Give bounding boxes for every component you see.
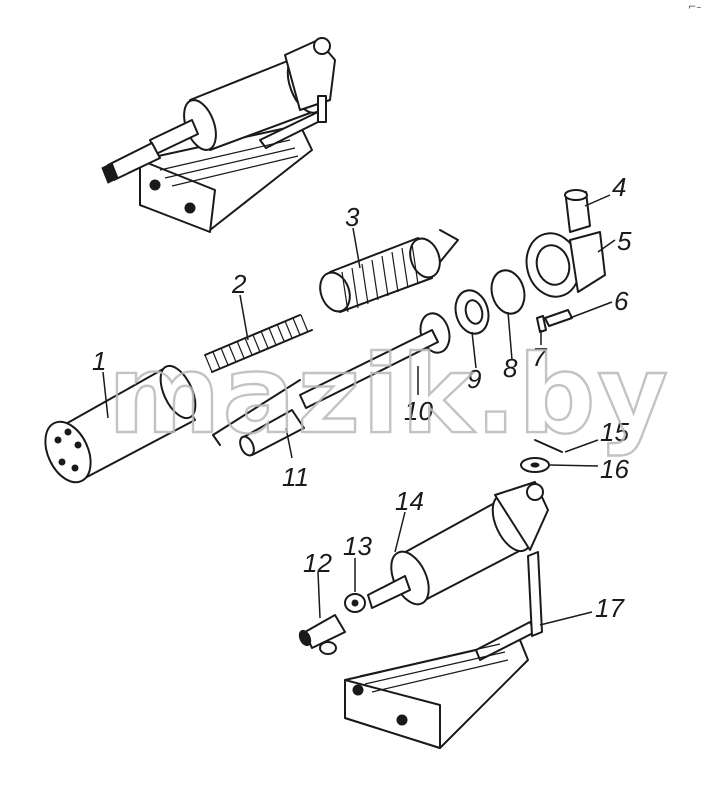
part-16-washer <box>520 457 550 473</box>
part-13-nut <box>344 593 366 613</box>
part-11-sleeve <box>239 409 305 457</box>
callout-16: 16 <box>600 454 629 484</box>
callout-1: 1 <box>92 346 106 376</box>
part-12-fork <box>298 614 346 655</box>
part-8-ring <box>490 269 526 315</box>
assembled-unit-top <box>101 37 336 233</box>
part-9-seal <box>454 289 490 335</box>
callout-labels: 1 2 3 4 5 6 7 8 9 10 11 12 13 14 15 16 1… <box>92 172 632 623</box>
part-7-small-pin <box>536 315 547 333</box>
part-10-piston-rod <box>299 312 451 409</box>
part-17-bracket <box>344 551 543 749</box>
part-15-cotter-pin <box>534 439 563 453</box>
callout-3: 3 <box>345 202 360 232</box>
callout-11: 11 <box>282 462 309 492</box>
watermark: mazik.by <box>108 333 670 458</box>
callout-7: 7 <box>532 342 548 372</box>
callout-8: 8 <box>503 353 518 383</box>
part-14-cylinder-assembly <box>367 481 549 609</box>
callout-2: 2 <box>231 269 247 299</box>
part-6-pin <box>544 309 573 327</box>
part-4-bushing <box>564 189 591 233</box>
part-2-inner-spring <box>204 314 313 373</box>
group-frame <box>212 379 301 446</box>
callout-15: 15 <box>600 417 629 447</box>
callout-5: 5 <box>617 226 632 256</box>
callout-6: 6 <box>614 286 629 316</box>
callout-13: 13 <box>343 531 372 561</box>
callout-10: 10 <box>404 396 433 426</box>
part-5-head <box>525 231 606 298</box>
callout-14: 14 <box>395 486 424 516</box>
corner-mark: ⌐– <box>688 2 701 13</box>
leader-lines <box>102 194 616 626</box>
callout-4: 4 <box>612 172 626 202</box>
part-3-outer-spring <box>319 229 459 313</box>
callout-17: 17 <box>595 593 625 623</box>
callout-12: 12 <box>303 548 332 578</box>
callout-9: 9 <box>467 364 481 394</box>
part-1-housing <box>44 364 197 484</box>
